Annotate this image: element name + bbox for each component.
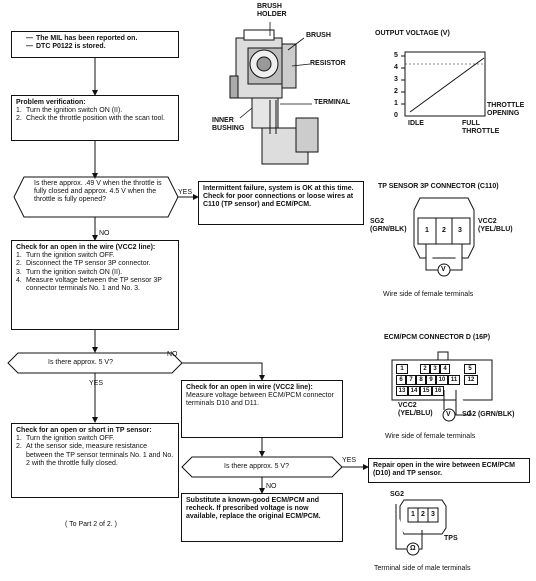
intermittent-box: Intermittent failure, system is OK at th… — [198, 181, 364, 225]
check-open2-title: Check for an open in wire (VCC2 line): — [186, 384, 313, 391]
check-open-step-4: 4.Measure voltage between the TP sensor … — [16, 276, 162, 293]
start-line-2: —DTC P0122 is stored. — [26, 43, 106, 51]
y-tick-4: 4 — [394, 64, 398, 71]
verify-box: Problem verification: 1.Turn the ignitio… — [11, 95, 179, 141]
label-brush: BRUSH — [306, 32, 331, 39]
ecm-pin-12: 12 — [464, 375, 478, 385]
q1-text: Is there approx. .49 V when the throttle… — [34, 180, 162, 203]
check-open-title: Check for an open in the wire (VCC2 line… — [16, 244, 156, 251]
tps-pin-3: 3 — [431, 511, 435, 518]
start-line-1: —The MIL has been reported on. — [26, 35, 138, 42]
x-label-idle: IDLE — [408, 120, 424, 127]
ecm-pin-15: 15 — [420, 386, 432, 396]
y-tick-0: 0 — [394, 112, 398, 119]
tp-pin-2: 2 — [442, 227, 446, 234]
check-open-step-2: 2.Disconnect the TP sensor 3P connector. — [16, 260, 151, 268]
ecm-caption: Wire side of female terminals — [385, 433, 476, 440]
tps-name-label: TPS — [444, 535, 458, 542]
to-part2-note: ( To Part 2 of 2. ) — [65, 521, 118, 528]
tps-pin-2: 2 — [421, 511, 425, 518]
tp-right-label: VCC2 (YEL/BLU) — [478, 218, 513, 233]
check-open2-box: Check for an open in wire (VCC2 line): M… — [181, 380, 343, 438]
substitute-box: Substitute a known-good ECM/PCM and rech… — [181, 493, 343, 542]
ecm-pin-11: 11 — [448, 375, 460, 385]
tps-caption: Terminal side of male terminals — [374, 565, 471, 572]
voltage-chart-title: OUTPUT VOLTAGE (V) — [375, 30, 450, 37]
ecm-meter-icon: V — [446, 411, 451, 418]
q3-text: Is there approx. 5 V? — [224, 463, 289, 470]
ecm-pin-6: 6 — [396, 375, 406, 385]
tp-left-label: SG2 (GRN/BLK) — [370, 218, 407, 233]
check-open-step-1: 1.Turn the ignition switch OFF. — [16, 252, 115, 260]
ecm-pin-13: 13 — [396, 386, 408, 396]
ecm-pin-2: 2 — [420, 364, 430, 374]
tp-meter-icon: V — [441, 266, 446, 273]
check-short-step-1: 1.Turn the ignition switch OFF. — [16, 435, 115, 443]
start-box: —The MIL has been reported on. —DTC P012… — [11, 31, 179, 58]
tps-sg2-label: SG2 — [390, 491, 405, 498]
label-inner-bushing: INNER BUSHING — [212, 117, 245, 132]
x-label-full: FULL THROTTLE — [462, 120, 500, 135]
y-tick-2: 2 — [394, 88, 398, 95]
q3-no-label: NO — [266, 483, 277, 490]
q1-yes-label: YES — [178, 189, 193, 196]
q2-yes-label: YES — [89, 380, 104, 387]
verify-step-2: 2.Check the throttle position with the s… — [16, 115, 165, 123]
ecm-pin-5: 5 — [464, 364, 476, 374]
check-open-box: Check for an open in the wire (VCC2 line… — [11, 240, 179, 330]
q2-text: Is there approx. 5 V? — [48, 359, 113, 366]
q1-no-label: NO — [99, 230, 110, 237]
y-tick-3: 3 — [394, 76, 398, 83]
tp-pin-1: 1 — [425, 227, 429, 234]
ohmmeter-icon: Ω — [410, 545, 416, 552]
ecm-pin-8: 8 — [416, 375, 426, 385]
check-short-box: Check for an open or short in TP sensor:… — [11, 423, 179, 498]
axis-label-throttle: THROTTLE OPENING — [487, 102, 525, 117]
ecm-connector-title: ECM/PCM CONNECTOR D (16P) — [384, 334, 491, 341]
y-tick-1: 1 — [394, 100, 398, 107]
ecm-pin-3: 3 — [430, 364, 440, 374]
verify-title: Problem verification: — [16, 99, 86, 106]
q2-no-label: NO — [167, 351, 178, 358]
label-terminal: TERMINAL — [314, 99, 351, 106]
check-open-step-3: 3.Turn the ignition switch ON (II). — [16, 268, 123, 276]
verify-step-1: 1.Turn the ignition switch ON (II). — [16, 107, 123, 115]
q3-yes-label: YES — [342, 457, 357, 464]
ecm-pin-1: 1 — [396, 364, 408, 374]
y-tick-5: 5 — [394, 52, 398, 59]
check-short-step-2: 2.At the sensor side, measure resistance… — [16, 443, 174, 467]
ecm-sg2-label: SG2 (GRN/BLK) — [462, 411, 515, 418]
tp-pin-3: 3 — [458, 227, 462, 234]
check-short-title: Check for an open or short in TP sensor: — [16, 427, 152, 434]
check-open2-body: Measure voltage between ECM/PCM connecto… — [186, 392, 334, 408]
tp-connector-title: TP SENSOR 3P CONNECTOR (C110) — [378, 183, 499, 190]
tp-caption: Wire side of female terminals — [383, 291, 474, 298]
ecm-pin-4: 4 — [440, 364, 450, 374]
ecm-pin-16: 16 — [432, 386, 444, 396]
ecm-pin-7: 7 — [406, 375, 416, 385]
ecm-pin-10: 10 — [436, 375, 448, 385]
repair-box: Repair open in the wire between ECM/PCM … — [368, 458, 530, 483]
ecm-vcc2-label: VCC2 (YEL/BLU) — [398, 402, 433, 417]
voltage-line — [409, 57, 485, 113]
ecm-pin-14: 14 — [408, 386, 420, 396]
label-brush-holder: BRUSH HOLDER — [257, 3, 287, 18]
label-resistor: RESISTOR — [310, 60, 346, 67]
ecm-pin-9: 9 — [426, 375, 436, 385]
tps-pin-1: 1 — [411, 511, 415, 518]
